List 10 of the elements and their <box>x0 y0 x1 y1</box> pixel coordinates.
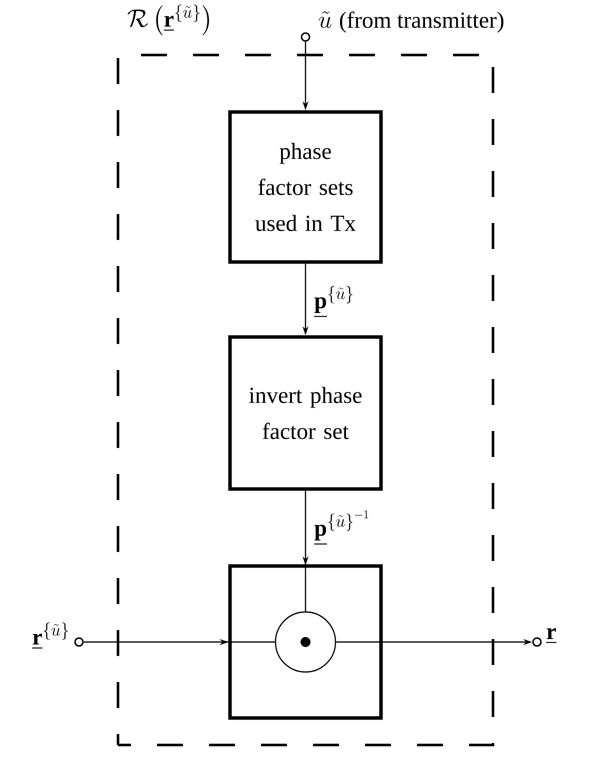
terminal-label: $\underline{\mathbf{r}}^{\{\tilde{u}\}}$ <box>32 622 68 648</box>
frame-title: $\mathcal{R}\left(\underline{\mathbf{r}}^{\{\tilde{u}\}}\right)$ <box>128 4 210 36</box>
process-box: phase factor sets used in Tx <box>228 110 383 264</box>
multiply-symbol <box>274 611 336 673</box>
multiplier-box <box>228 564 383 720</box>
terminal-label: $\tilde{u}\;\text{(from transmitter)}$ <box>318 11 504 33</box>
edge-label: $\underline{\mathbf{p}}^{\{\tilde{u}\}}$ <box>313 285 356 319</box>
terminal-label: $\underline{\mathbf{r}}$ <box>546 628 556 642</box>
edge-label: $\underline{\mathbf{p}}^{{\{\tilde{u}\}}^{-1}}$ <box>313 510 372 546</box>
process-box: invert phase factor set <box>228 335 383 491</box>
